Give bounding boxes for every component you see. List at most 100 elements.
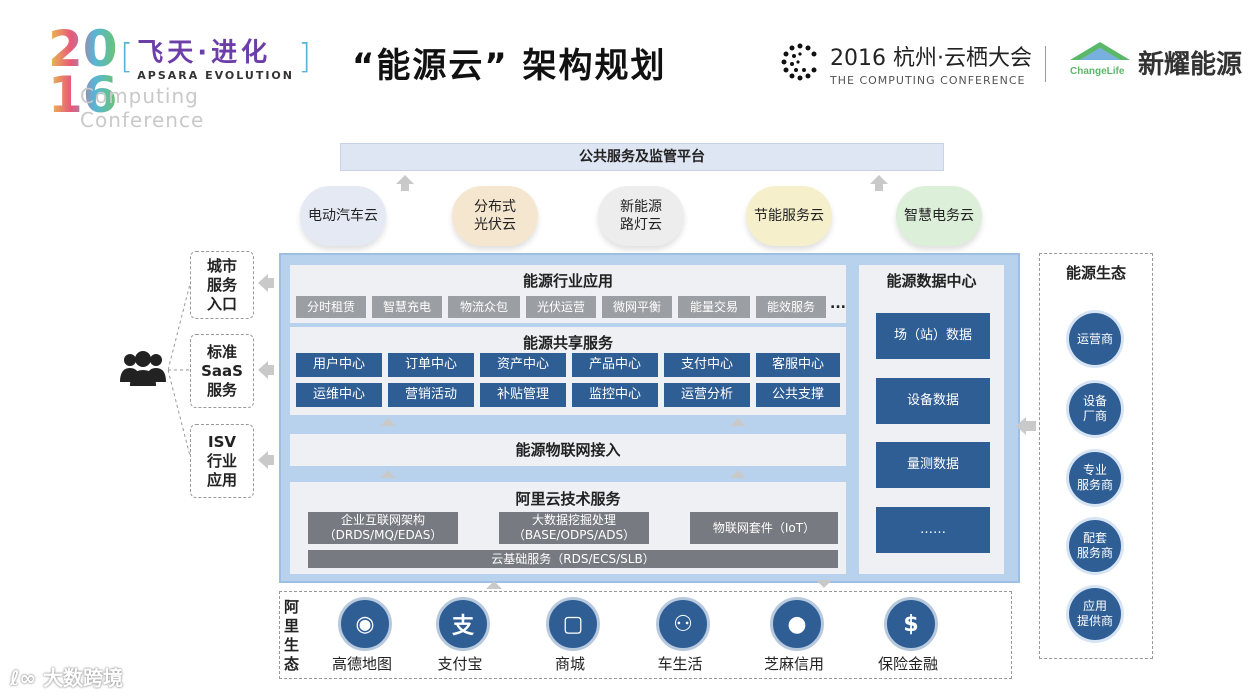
header-divider (1045, 46, 1046, 82)
eco-label: 设备 厂商 (1082, 394, 1107, 423)
arrow-stem (266, 278, 274, 288)
left-arrow-icon (1016, 417, 1026, 435)
shopping-cup-icon: ▢ (546, 597, 600, 651)
changelife-logo-icon: ChangeLife (1068, 38, 1132, 82)
tech-chip: 大数据挖掘处理 （BASE/ODPS/ADS） (499, 512, 649, 544)
public-service-platform: 公共服务及监管平台 (340, 143, 944, 171)
ali-app-name: 支付宝 (437, 655, 483, 673)
up-arrow-icon (380, 418, 396, 426)
cloud-ev: 电动汽车云 (300, 186, 386, 246)
entry-label: ISV 行业 应用 (206, 432, 237, 489)
cloud-label: 分布式 光伏云 (474, 199, 516, 233)
shared-services-title: 能源共享服务 (522, 334, 613, 352)
cloud-pv: 分布式 光伏云 (452, 186, 538, 246)
service-chip: 客服中心 (756, 353, 840, 377)
isv-app-entry: ISV 行业 应用 (190, 424, 254, 498)
network-icon: ⚇ (656, 597, 710, 651)
up-arrow-icon (380, 470, 396, 478)
apsara-en: APSARA EVOLUTION (137, 69, 294, 82)
iot-access-title: 能源物联网接入 (515, 441, 621, 459)
up-arrow-icon (870, 175, 888, 191)
service-chip: 用户中心 (296, 353, 382, 377)
iot-access-panel: 能源物联网接入 (290, 434, 846, 466)
up-arrow-icon (730, 418, 746, 426)
alipay-icon: 支 (436, 597, 490, 651)
arrow-stem (266, 455, 274, 465)
logo-subtitle: Computing Conference (80, 84, 205, 132)
down-arrow-icon (816, 580, 832, 588)
service-chip: 监控中心 (572, 383, 658, 407)
up-arrow-icon (396, 175, 414, 191)
drop-icon: ● (770, 597, 824, 651)
left-arrow-icon (258, 451, 268, 469)
year-top: 20 (48, 20, 118, 78)
up-arrow-icon (486, 581, 502, 589)
data-item: …… (876, 507, 990, 553)
app-chip: 能量交易 (678, 296, 750, 318)
cloud-base-chip: 云基础服务（RDS/ECS/SLB） (308, 550, 838, 568)
year-bottom: 16 (48, 66, 118, 124)
bracket-left-icon: [ (120, 37, 134, 77)
cloud-energy-saving: 节能服务云 (746, 186, 832, 246)
dollar-icon: $ (884, 597, 938, 651)
data-item: 量测数据 (876, 442, 990, 488)
data-item: 设备数据 (876, 378, 990, 424)
eco-label: 运营商 (1076, 331, 1113, 346)
left-arrow-icon (258, 274, 268, 292)
app-chip: 能效服务 (756, 296, 826, 318)
app-chip: 智慧充电 (372, 296, 442, 318)
service-chip: 运营分析 (664, 383, 750, 407)
cloud-label: 智慧电务云 (904, 208, 974, 224)
energy-ecosystem: 能源生态 (1039, 253, 1153, 659)
cloud-streetlight: 新能源 路灯云 (598, 186, 684, 246)
ali-app-name: 高德地图 (331, 655, 392, 673)
cloud-label: 节能服务云 (754, 208, 824, 224)
up-arrow-icon (730, 470, 746, 478)
ali-app-name: 芝麻信用 (763, 655, 824, 673)
watermark-logo-icon: ℓ∞ (10, 666, 37, 690)
entry-label: 标准 SaaS 服务 (201, 342, 243, 399)
user-connector-lines (168, 283, 191, 457)
ali-ecosystem (279, 591, 1012, 679)
service-chip: 支付中心 (664, 353, 750, 377)
app-chip: 微网平衡 (602, 296, 672, 318)
page-title: “能源云” 架构规划 (352, 46, 667, 86)
tech-chip: 物联网套件（IoT） (690, 512, 838, 544)
eco-circle: 专业 服务商 (1069, 452, 1121, 504)
cloud-smart-power: 智慧电务云 (896, 186, 982, 246)
changelife-mark: ChangeLife (1070, 66, 1125, 77)
entry-label: 城市 服务 入口 (206, 256, 237, 313)
saas-service-entry: 标准 SaaS 服务 (190, 334, 254, 408)
more-ellipsis: ... (830, 296, 846, 312)
conference-subtitle: THE COMPUTING CONFERENCE (830, 74, 1026, 87)
eco-circle: 应用 提供商 (1069, 588, 1121, 640)
ali-app-name: 保险金融 (877, 655, 938, 673)
service-chip: 订单中心 (388, 353, 474, 377)
map-pin-icon: ◉ (338, 597, 392, 651)
cloud-label: 电动汽车云 (308, 208, 378, 224)
tech-chip: 企业互联网架构 （DRDS/MQ/EDAS） (308, 512, 458, 544)
app-chip: 分时租赁 (296, 296, 366, 318)
industry-apps-title: 能源行业应用 (522, 272, 613, 290)
shared-services-panel: 能源共享服务 (290, 327, 846, 415)
ecosystem-title: 能源生态 (1065, 264, 1126, 282)
data-item: 场（站）数据 (876, 313, 990, 359)
ali-tech-title: 阿里云技术服务 (515, 490, 621, 508)
watermark: ℓ∞ 大数跨境 (10, 666, 124, 690)
apsara-zh: 飞天·进化 (137, 38, 272, 68)
ali-app-name: 商城 (554, 655, 585, 673)
conference-year-logo: 20 16 (48, 20, 118, 136)
arrow-stem (266, 365, 274, 375)
users-icon (118, 350, 168, 392)
service-chip: 补贴管理 (480, 383, 566, 407)
ali-ecosystem-label: 阿 里 生 态 (284, 598, 300, 673)
eco-label: 应用 提供商 (1076, 599, 1113, 628)
service-chip: 公共支撑 (756, 383, 840, 407)
cloud-label: 新能源 路灯云 (620, 199, 662, 233)
app-chip: 光伏运营 (526, 296, 596, 318)
bracket-right-icon: ] (297, 37, 312, 77)
arrow-stem (1026, 421, 1036, 431)
eco-circle: 配套 服务商 (1069, 520, 1121, 572)
service-chip: 运维中心 (296, 383, 382, 407)
service-chip: 资产中心 (480, 353, 566, 377)
